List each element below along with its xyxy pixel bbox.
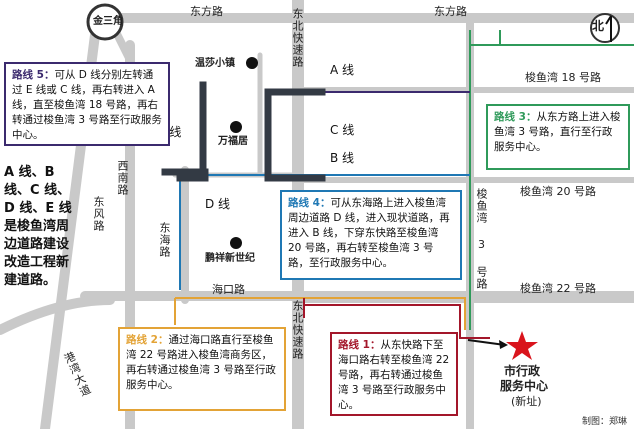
label-line-d: D 线 <box>205 197 231 211</box>
route-4-tag: 路线 4： <box>288 197 331 209</box>
road-label-donghai-fast: 东北快速路 <box>291 8 304 68</box>
label-line-c: C 线 <box>330 123 355 137</box>
route-3-box: 路线 3：从东方路上进入梭鱼湾 3 号路，直行至行政服务中心。 <box>486 104 630 170</box>
road-label-dongfang-right: 东方路 <box>434 5 467 18</box>
route-2-path <box>174 297 466 330</box>
route-1-text: 从东快路下至海口路右转至梭鱼湾 22 号路，再右转通过梭鱼湾 3 号路至行政服务… <box>338 339 450 411</box>
road-label-donghai-fast-lower: 东北快速路 <box>291 300 304 360</box>
road-label-suoyuwan20: 梭鱼湾 20 号路 <box>520 185 596 198</box>
route-3-tag: 路线 3： <box>494 111 537 123</box>
place-center-1: 市行政 <box>504 364 541 378</box>
road-gangwan <box>0 295 115 335</box>
jinsanjiao-circle <box>86 3 124 41</box>
route-5-box: 路线 5：可从 D 线分别左转通过 E 线或 C 线，再右转进入 A 线，直至梭… <box>4 62 170 146</box>
road-label-suoyuwan22: 梭鱼湾 22 号路 <box>520 282 596 295</box>
arrow-icon <box>467 339 506 346</box>
route-1-box: 路线 1：从东快路下至海口路右转至梭鱼湾 22 号路，再右转通过梭鱼湾 3 号路… <box>330 332 458 416</box>
route-2-box: 路线 2：通过海口路直行至梭鱼湾 22 号路进入梭鱼湾商务区，再右转通过梭鱼湾 … <box>118 327 286 411</box>
wensha-dot <box>246 57 258 69</box>
compass-label: 北 <box>592 19 605 33</box>
center-star-icon <box>506 331 538 360</box>
wanfuju-dot <box>230 121 242 133</box>
road-label-dongfang-left: 东方路 <box>190 5 223 18</box>
road-label-dongfeng: 东风路 <box>92 196 105 232</box>
route-1-tag: 路线 1： <box>338 339 381 351</box>
compass-arrow-icon <box>605 15 612 42</box>
route-2-tag: 路线 2： <box>126 334 169 346</box>
road-label-donghai: 东海路 <box>158 222 171 258</box>
route-3-path <box>469 30 634 46</box>
new-lines <box>161 81 326 182</box>
label-line-b: B 线 <box>330 151 355 165</box>
road-label-haikou: 海口路 <box>212 283 245 296</box>
place-pengxiang: 鹏祥新世纪 <box>205 253 255 264</box>
place-wanfuju: 万福居 <box>218 136 248 147</box>
route-4-text: 可从东海路上进入梭鱼湾周边道路 D 线，进入现状道路，再进入 B 线，下穿东快路… <box>288 197 450 269</box>
legend-text: A 线、B 线、C 线、D 线、E 线是梭鱼湾周边道路建设改造工程新建道路。 <box>4 165 72 288</box>
route-2-text: 通过海口路直行至梭鱼湾 22 号路进入梭鱼湾商务区，再右转通过梭鱼湾 3 号路至… <box>126 334 276 391</box>
pengxiang-dot <box>230 237 242 249</box>
arrow-head-icon <box>499 340 508 349</box>
credit-label: 制图：郑琳 <box>582 417 628 427</box>
line-d <box>161 168 209 182</box>
route-1-path <box>303 298 490 339</box>
route-lines <box>174 30 634 339</box>
route-5-text: 可从 D 线分别左转通过 E 线或 C 线，再右转进入 A 线，直至梭鱼湾 18… <box>12 69 162 141</box>
road-label-suoyuwan3: 梭鱼湾 3 号路 <box>475 188 488 290</box>
road-label-suoyuwan18: 梭鱼湾 18 号路 <box>525 71 601 84</box>
road-label-xinan: 西南路 <box>116 160 129 196</box>
place-center-3: (新址) <box>511 395 542 408</box>
route-5-tag: 路线 5： <box>12 69 55 81</box>
place-jinsanjiao: 金三角 <box>93 16 123 27</box>
label-line-a: A 线 <box>330 63 355 77</box>
place-wensha: 温莎小镇 <box>195 58 235 69</box>
route-3-text: 从东方路上进入梭鱼湾 3 号路，直行至行政服务中心。 <box>494 111 621 153</box>
place-center-2: 服务中心 <box>500 379 549 393</box>
route-4-box: 路线 4：可从东海路上进入梭鱼湾周边道路 D 线，进入现状道路，再进入 B 线，… <box>280 190 462 280</box>
